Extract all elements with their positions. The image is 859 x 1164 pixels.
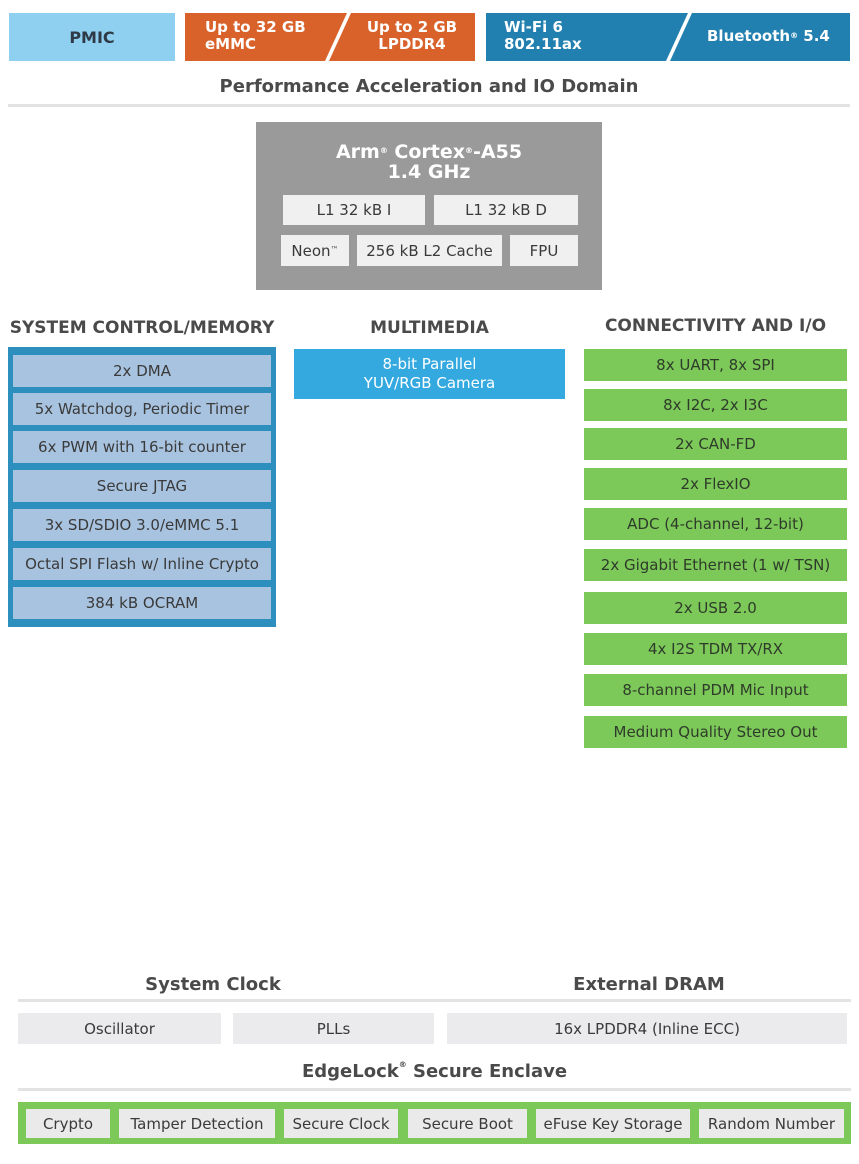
- emmc-line2: eMMC: [205, 35, 257, 53]
- conn-item-uart-spi: 8x UART, 8x SPI: [584, 349, 847, 381]
- domain-rule: [8, 104, 850, 107]
- bluetooth-text: Bluetooth: [707, 27, 791, 45]
- wireless-bar: Wi-Fi 6 802.11ax Bluetooth® 5.4: [486, 13, 850, 61]
- secure-item-tamper: Tamper Detection: [119, 1109, 275, 1138]
- clock-dram-rule: [18, 999, 851, 1002]
- camera-line1: 8-bit Parallel: [382, 355, 477, 373]
- bluetooth-label: Bluetooth® 5.4: [707, 28, 830, 45]
- wifi-label: Wi-Fi 6 802.11ax: [504, 19, 582, 53]
- cpu-mark1: ®: [379, 146, 388, 155]
- edgelock-rule: [18, 1088, 851, 1091]
- conn-item-usb: 2x USB 2.0: [584, 592, 847, 624]
- l1-data-cache: L1 32 kB D: [434, 195, 578, 225]
- cpu-name-part3: -A55: [473, 141, 523, 163]
- connectivity-heading: CONNECTIVITY AND I/O: [604, 316, 827, 336]
- neon-text: Neon: [291, 241, 331, 260]
- cpu-mark2: ®: [465, 146, 474, 155]
- lpddr-line2: LPDDR4: [378, 35, 446, 53]
- memory-bar-shape: [185, 13, 475, 61]
- bluetooth-version: 5.4: [798, 27, 830, 45]
- l1-instruction-cache: L1 32 kB I: [283, 195, 425, 225]
- external-dram-heading: External DRAM: [573, 974, 725, 995]
- neon-mark: ™: [330, 245, 339, 254]
- lpddr-label: Up to 2 GB LPDDR4: [366, 19, 458, 53]
- fpu-unit: FPU: [510, 235, 578, 266]
- sys-item-sdio: 3x SD/SDIO 3.0/eMMC 5.1: [13, 509, 271, 541]
- bluetooth-mark: ®: [790, 31, 799, 40]
- pmic-block: PMIC: [9, 13, 175, 61]
- secure-item-crypto: Crypto: [26, 1109, 110, 1138]
- secure-item-random-number: Random Number: [699, 1109, 844, 1138]
- multimedia-heading: MULTIMEDIA: [370, 318, 489, 338]
- sys-item-dma: 2x DMA: [13, 355, 271, 387]
- wifi-line2: 802.11ax: [504, 35, 582, 53]
- wireless-bar-shape: [486, 13, 850, 61]
- conn-item-i2c-i3c: 8x I2C, 2x I3C: [584, 389, 847, 421]
- emmc-label: Up to 32 GB eMMC: [205, 19, 306, 53]
- sys-item-ocram: 384 kB OCRAM: [13, 587, 271, 619]
- cpu-block: Arm® Cortex®-A55 1.4 GHz L1 32 kB I L1 3…: [256, 122, 602, 290]
- secure-item-secure-boot: Secure Boot: [408, 1109, 527, 1138]
- edgelock-row: Crypto Tamper Detection Secure Clock Sec…: [18, 1102, 851, 1144]
- memory-bar: Up to 32 GB eMMC Up to 2 GB LPDDR4: [185, 13, 475, 61]
- sys-item-pwm: 6x PWM with 16-bit counter: [13, 431, 271, 463]
- cpu-name-part2: Cortex: [387, 141, 466, 163]
- conn-item-stereo-out: Medium Quality Stereo Out: [584, 716, 847, 748]
- camera-block: 8-bit Parallel YUV/RGB Camera: [294, 349, 565, 399]
- cpu-frequency: 1.4 GHz: [387, 161, 471, 183]
- domain-heading: Performance Acceleration and IO Domain: [219, 76, 639, 97]
- cpu-name: Arm® Cortex®-A55: [256, 142, 602, 162]
- edgelock-heading-part2: Secure Enclave: [406, 1061, 568, 1082]
- wifi-line1: Wi-Fi 6: [504, 18, 563, 36]
- sys-item-octal-spi: Octal SPI Flash w/ Inline Crypto: [13, 548, 271, 580]
- system-clock-heading: System Clock: [145, 974, 281, 995]
- emmc-line1: Up to 32 GB: [205, 18, 306, 36]
- sys-item-jtag: Secure JTAG: [13, 470, 271, 502]
- cpu-name-part1: Arm: [335, 141, 380, 163]
- conn-item-pdm-mic: 8-channel PDM Mic Input: [584, 674, 847, 706]
- lpddr-line1: Up to 2 GB: [366, 18, 458, 36]
- system-control-column: 2x DMA 5x Watchdog, Periodic Timer 6x PW…: [8, 347, 276, 627]
- conn-item-adc: ADC (4-channel, 12-bit): [584, 508, 847, 540]
- system-control-heading: SYSTEM CONTROL/MEMORY: [9, 318, 275, 338]
- conn-item-can-fd: 2x CAN-FD: [584, 428, 847, 460]
- conn-item-i2s: 4x I2S TDM TX/RX: [584, 633, 847, 665]
- camera-line2: YUV/RGB Camera: [363, 374, 496, 392]
- edgelock-mark: ®: [398, 1060, 407, 1069]
- edgelock-heading: EdgeLock® Secure Enclave: [18, 1060, 851, 1082]
- edgelock-heading-part1: EdgeLock: [301, 1061, 399, 1082]
- secure-item-secure-clock: Secure Clock: [284, 1109, 398, 1138]
- secure-item-efuse: eFuse Key Storage: [536, 1109, 690, 1138]
- conn-item-flexio: 2x FlexIO: [584, 468, 847, 500]
- lpddr-dram-block: 16x LPDDR4 (Inline ECC): [447, 1013, 847, 1044]
- pmic-label: PMIC: [69, 27, 115, 47]
- plls-block: PLLs: [233, 1013, 434, 1044]
- oscillator-block: Oscillator: [18, 1013, 221, 1044]
- sys-item-watchdog: 5x Watchdog, Periodic Timer: [13, 393, 271, 425]
- l2-cache: 256 kB L2 Cache: [357, 235, 502, 266]
- conn-item-ethernet: 2x Gigabit Ethernet (1 w/ TSN): [584, 549, 847, 581]
